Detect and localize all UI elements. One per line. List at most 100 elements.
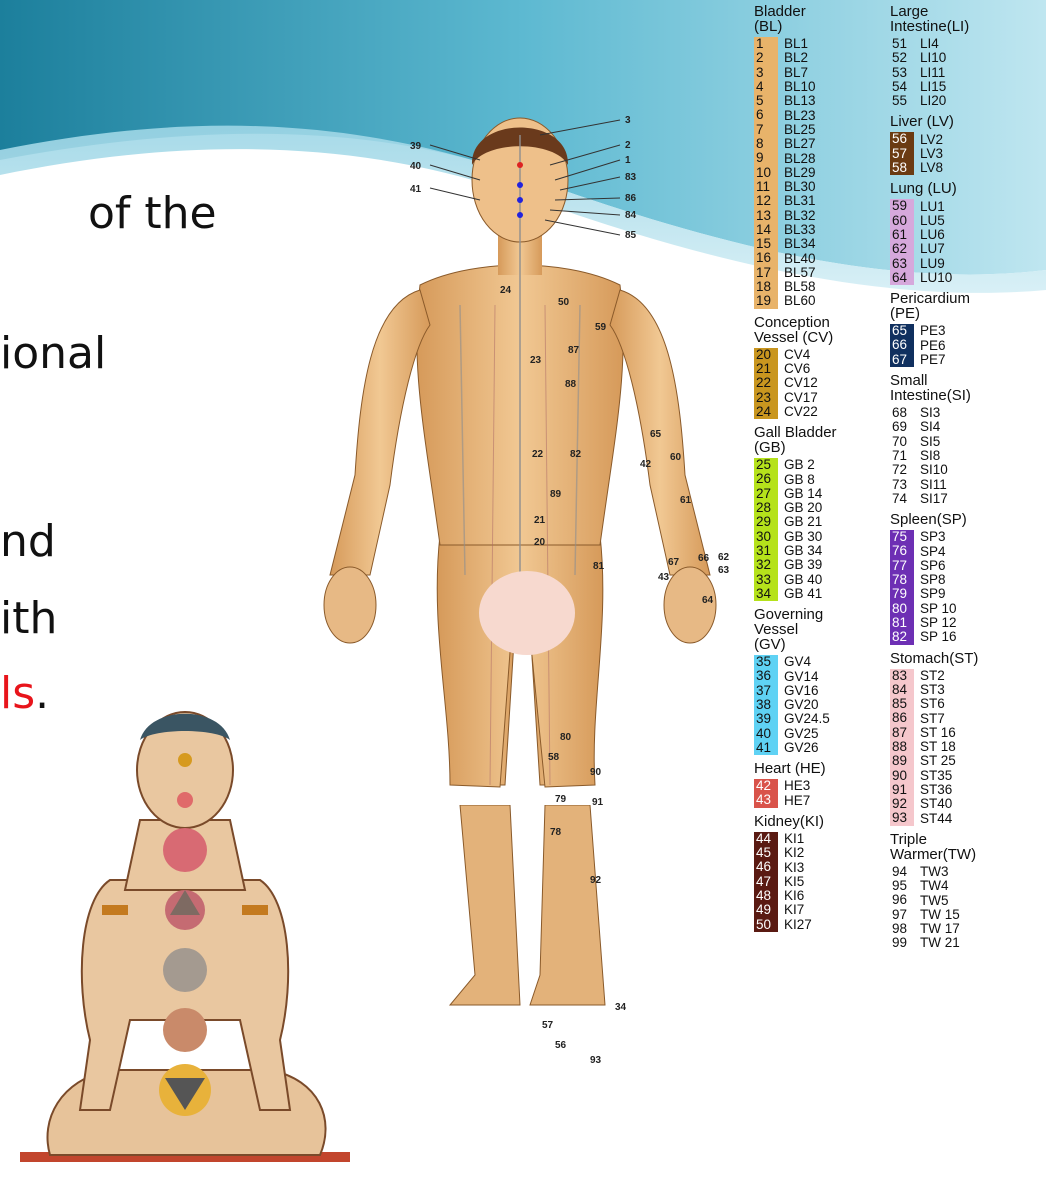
legend-row: 46KI3: [754, 860, 884, 874]
legend-row: 4BL10: [754, 80, 884, 94]
legend-right-group: Liver (LV)56LV257LV358LV8: [890, 114, 1040, 175]
legend-row: 44KI1: [754, 832, 884, 846]
legend-point-number: 74: [890, 492, 914, 506]
legend-point-code: KI7: [784, 903, 804, 917]
legend-row: 7BL25: [754, 123, 884, 137]
legend-right-group: Spleen(SP)75SP376SP477SP678SP879SP980SP …: [890, 512, 1040, 644]
svg-text:90: 90: [590, 767, 602, 778]
legend-point-code: GV4: [784, 655, 811, 669]
legend-point-number: 26: [754, 472, 778, 486]
legend-point-code: SI8: [920, 449, 940, 463]
legend-point-code: BL7: [784, 66, 808, 80]
svg-text:59: 59: [595, 322, 607, 333]
legend-row: 73SI11: [890, 478, 1040, 492]
legend-group-title: (GB): [754, 440, 884, 455]
legend-point-number: 9: [754, 151, 778, 165]
legend-point-number: 43: [754, 793, 778, 807]
svg-text:64: 64: [702, 595, 714, 606]
legend-point-code: BL2: [784, 51, 808, 65]
legend-group-title: Stomach(ST): [890, 651, 1040, 666]
legend-point-code: ST36: [920, 783, 952, 797]
legend-point-number: 51: [890, 37, 914, 51]
legend-point-number: 42: [754, 779, 778, 793]
legend-row: 39GV24.5: [754, 712, 884, 726]
legend-point-code: GB 34: [784, 544, 822, 558]
svg-text:80: 80: [560, 732, 572, 743]
legend-row: 56LV2: [890, 132, 1040, 146]
legend-group-title: Spleen(SP): [890, 512, 1040, 527]
legend-point-number: 41: [754, 741, 778, 755]
legend-point-code: GB 20: [784, 501, 822, 515]
legend-point-number: 52: [890, 51, 914, 65]
legend-point-code: ST 25: [920, 754, 956, 768]
legend-point-code: ST35: [920, 769, 952, 783]
legend-point-number: 6: [754, 108, 778, 122]
legend-row: 28GB 20: [754, 501, 884, 515]
legend-point-code: TW4: [920, 879, 949, 893]
svg-text:60: 60: [670, 452, 682, 463]
legend-point-code: PE7: [920, 353, 946, 367]
legend-row: 30GB 30: [754, 530, 884, 544]
legend-point-code: KI6: [784, 889, 804, 903]
legend-point-code: BL23: [784, 109, 816, 123]
legend-point-code: GB 14: [784, 487, 822, 501]
svg-text:50: 50: [558, 297, 570, 308]
legend-point-code: SP 10: [920, 602, 957, 616]
legend-point-code: SP 16: [920, 630, 957, 644]
legend-point-number: 47: [754, 875, 778, 889]
legend-right-group: Pericardium(PE)65PE366PE667PE7: [890, 291, 1040, 367]
legend-point-number: 11: [754, 180, 778, 194]
legend-point-code: ST3: [920, 683, 945, 697]
legend-point-code: BL1: [784, 37, 808, 51]
legend-point-number: 77: [890, 559, 914, 573]
legend-row: 35GV4: [754, 655, 884, 669]
legend-row: 97TW 15: [890, 908, 1040, 922]
svg-text:61: 61: [680, 495, 692, 506]
legend-row: 62LU7: [890, 242, 1040, 256]
legend-point-code: KI27: [784, 918, 812, 932]
legend-row: 34GB 41: [754, 587, 884, 601]
svg-text:24: 24: [500, 285, 512, 296]
legend-row: 50KI27: [754, 918, 884, 932]
legend-point-code: KI2: [784, 846, 804, 860]
legend-row: 43HE7: [754, 793, 884, 807]
acupoint-legend: Bladder(BL)1BL12BL23BL74BL105BL136BL237B…: [748, 0, 1046, 1190]
legend-point-code: TW 15: [920, 908, 960, 922]
legend-point-code: LU5: [920, 214, 945, 228]
head-label-2: 2: [625, 140, 631, 151]
legend-row: 93ST44: [890, 811, 1040, 825]
legend-point-number: 8: [754, 137, 778, 151]
legend-row: 86ST7: [890, 711, 1040, 725]
slide-text-line-4: ith: [0, 593, 57, 644]
acupuncture-feet: 78 92 34 57: [440, 805, 670, 1015]
legend-point-code: LV2: [920, 133, 943, 147]
svg-text:21: 21: [534, 515, 546, 526]
legend-group-title: Vessel (CV): [754, 330, 884, 345]
legend-point-code: KI3: [784, 861, 804, 875]
legend-row: 25GB 2: [754, 458, 884, 472]
legend-point-code: SP 12: [920, 616, 957, 630]
legend-point-number: 84: [890, 683, 914, 697]
svg-text:67: 67: [668, 557, 680, 568]
legend-point-number: 45: [754, 846, 778, 860]
legend-point-code: LV3: [920, 147, 943, 161]
legend-point-number: 68: [890, 406, 914, 420]
legend-row: 41GV26: [754, 741, 884, 755]
legend-point-number: 67: [890, 353, 914, 367]
legend-row: 59LU1: [890, 199, 1040, 213]
legend-point-code: SI17: [920, 492, 948, 506]
legend-point-number: 54: [890, 80, 914, 94]
legend-point-code: GV16: [784, 684, 819, 698]
legend-point-number: 59: [890, 199, 914, 213]
